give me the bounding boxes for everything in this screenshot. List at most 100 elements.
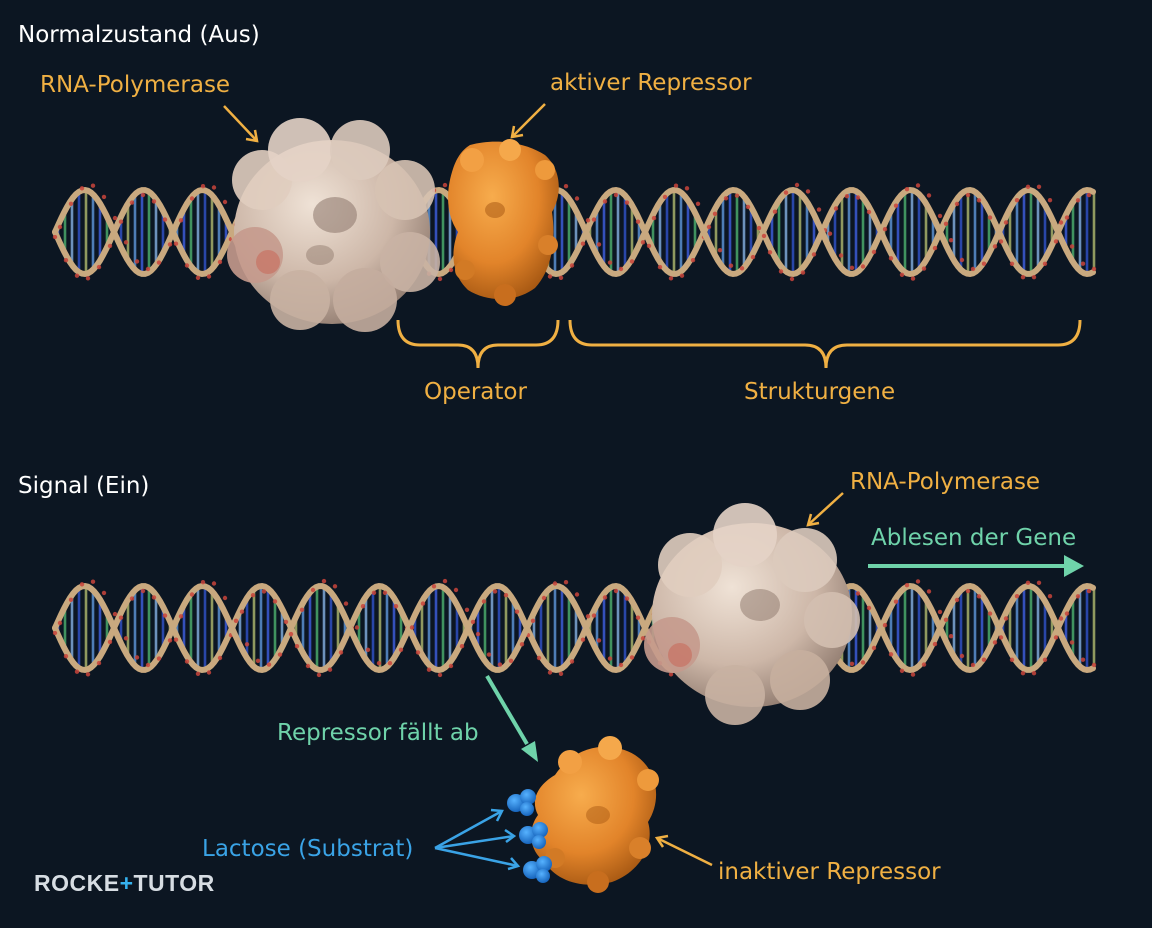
- phosphate-atom: [321, 578, 327, 584]
- phosphate-atom: [618, 662, 624, 668]
- phosphate-atom: [976, 198, 982, 203]
- phosphate-atom: [486, 652, 492, 657]
- phosphate-atom: [860, 264, 866, 269]
- phosphate-atom: [998, 635, 1004, 640]
- phosphate-atom: [167, 242, 173, 247]
- reading-direction-arrow: [868, 555, 1084, 577]
- active-repressor: [448, 139, 559, 306]
- inactive-repressor: [531, 736, 659, 893]
- phosphate-atom: [607, 260, 613, 265]
- phosphate-atom: [85, 672, 91, 677]
- phosphate-atom: [756, 225, 762, 231]
- phosphate-atom: [382, 590, 388, 595]
- phosphate-atom: [211, 185, 217, 190]
- phosphate-atom: [717, 248, 723, 253]
- phosphate-atom: [178, 614, 184, 619]
- phosphate-atom: [96, 660, 102, 666]
- phosphate-atom: [541, 595, 547, 601]
- rna-polymerase-label-bottom: RNA-Polymerase: [850, 469, 1041, 495]
- phosphate-atom: [261, 589, 267, 594]
- phosphate-atom: [79, 582, 85, 587]
- phosphate-atom: [497, 662, 503, 667]
- phosphate-atom: [662, 194, 668, 200]
- phosphate-atom: [145, 662, 151, 668]
- phosphate-atom: [118, 219, 124, 224]
- phosphate-atom: [118, 615, 124, 620]
- phosphate-atom: [1075, 198, 1081, 203]
- phosphate-atom: [574, 196, 580, 201]
- phosphate-atom: [794, 182, 800, 188]
- phosphate-atom: [442, 578, 448, 584]
- phosphate-atom: [365, 647, 371, 652]
- phosphate-atom: [882, 227, 888, 232]
- dna-helix-top: [52, 182, 1097, 282]
- phosphate-atom: [937, 609, 943, 615]
- phosphate-atom: [591, 613, 597, 618]
- phosphate-atom: [151, 595, 157, 600]
- phosphate-atom: [948, 634, 954, 639]
- phosphate-atom: [63, 258, 69, 263]
- phosphate-atom: [332, 584, 338, 589]
- operator-brace: [396, 319, 560, 369]
- phosphate-atom: [85, 276, 91, 281]
- phosphate-atom: [470, 619, 476, 625]
- phosphate-atom: [1042, 261, 1048, 266]
- phosphate-atom: [57, 620, 63, 626]
- phosphate-atom: [563, 580, 569, 585]
- phosphate-atom: [1080, 657, 1086, 662]
- phosphate-atom: [574, 592, 580, 597]
- phosphate-atom: [613, 192, 619, 198]
- phosphate-atom: [184, 263, 190, 268]
- phosphate-atom: [602, 595, 608, 600]
- phosphate-atom: [200, 184, 206, 189]
- phosphate-atom: [112, 611, 118, 617]
- phosphate-atom: [932, 245, 938, 251]
- phosphate-atom: [651, 215, 657, 221]
- phosphate-atom: [607, 656, 613, 661]
- phosphate-atom: [134, 655, 140, 660]
- phosphate-atom: [871, 645, 877, 651]
- phosphate-atom: [547, 274, 553, 279]
- phosphate-atom: [932, 641, 938, 647]
- phosphate-atom: [778, 269, 784, 274]
- phosphate-atom: [448, 267, 454, 273]
- phosphate-atom: [123, 636, 129, 641]
- phosphate-atom: [684, 186, 690, 191]
- phosphate-atom: [761, 233, 767, 239]
- phosphate-atom: [1009, 261, 1015, 266]
- phosphate-atom: [448, 663, 454, 669]
- phosphate-atom: [360, 604, 366, 609]
- phosphate-atom: [970, 662, 976, 668]
- phosphate-atom: [134, 259, 140, 264]
- phosphate-atom: [1047, 198, 1053, 203]
- phosphate-atom: [1003, 616, 1009, 621]
- phosphate-atom: [206, 670, 212, 675]
- phosphate-atom: [954, 597, 960, 603]
- phosphate-atom: [1020, 275, 1026, 280]
- phosphate-atom: [1031, 671, 1037, 676]
- logo-plus-mark: +: [119, 870, 134, 896]
- phosphate-atom: [937, 213, 943, 219]
- phosphate-atom: [959, 653, 965, 659]
- reading-genes-label: Ablesen der Gene: [871, 525, 1077, 551]
- phosphate-atom: [426, 667, 432, 672]
- phosphate-atom: [140, 588, 146, 594]
- phosphate-atom: [129, 596, 135, 601]
- phosphate-atom: [706, 224, 712, 230]
- polymerase-arrow-bottom: [806, 492, 844, 527]
- phosphate-atom: [503, 593, 509, 598]
- phosphate-atom: [140, 192, 146, 198]
- phosphate-atom: [1003, 220, 1009, 225]
- phosphate-atom: [211, 581, 217, 586]
- phosphate-atom: [800, 270, 806, 275]
- phosphate-atom: [981, 261, 987, 266]
- phosphate-atom: [420, 601, 426, 606]
- phosphate-atom: [1025, 184, 1031, 189]
- phosphate-atom: [189, 196, 195, 201]
- phosphate-atom: [899, 272, 905, 277]
- phosphate-atom: [206, 274, 212, 279]
- phosphate-atom: [475, 631, 481, 637]
- phosphate-atom: [222, 595, 228, 601]
- phosphate-atom: [596, 242, 602, 247]
- phosphate-atom: [833, 206, 839, 211]
